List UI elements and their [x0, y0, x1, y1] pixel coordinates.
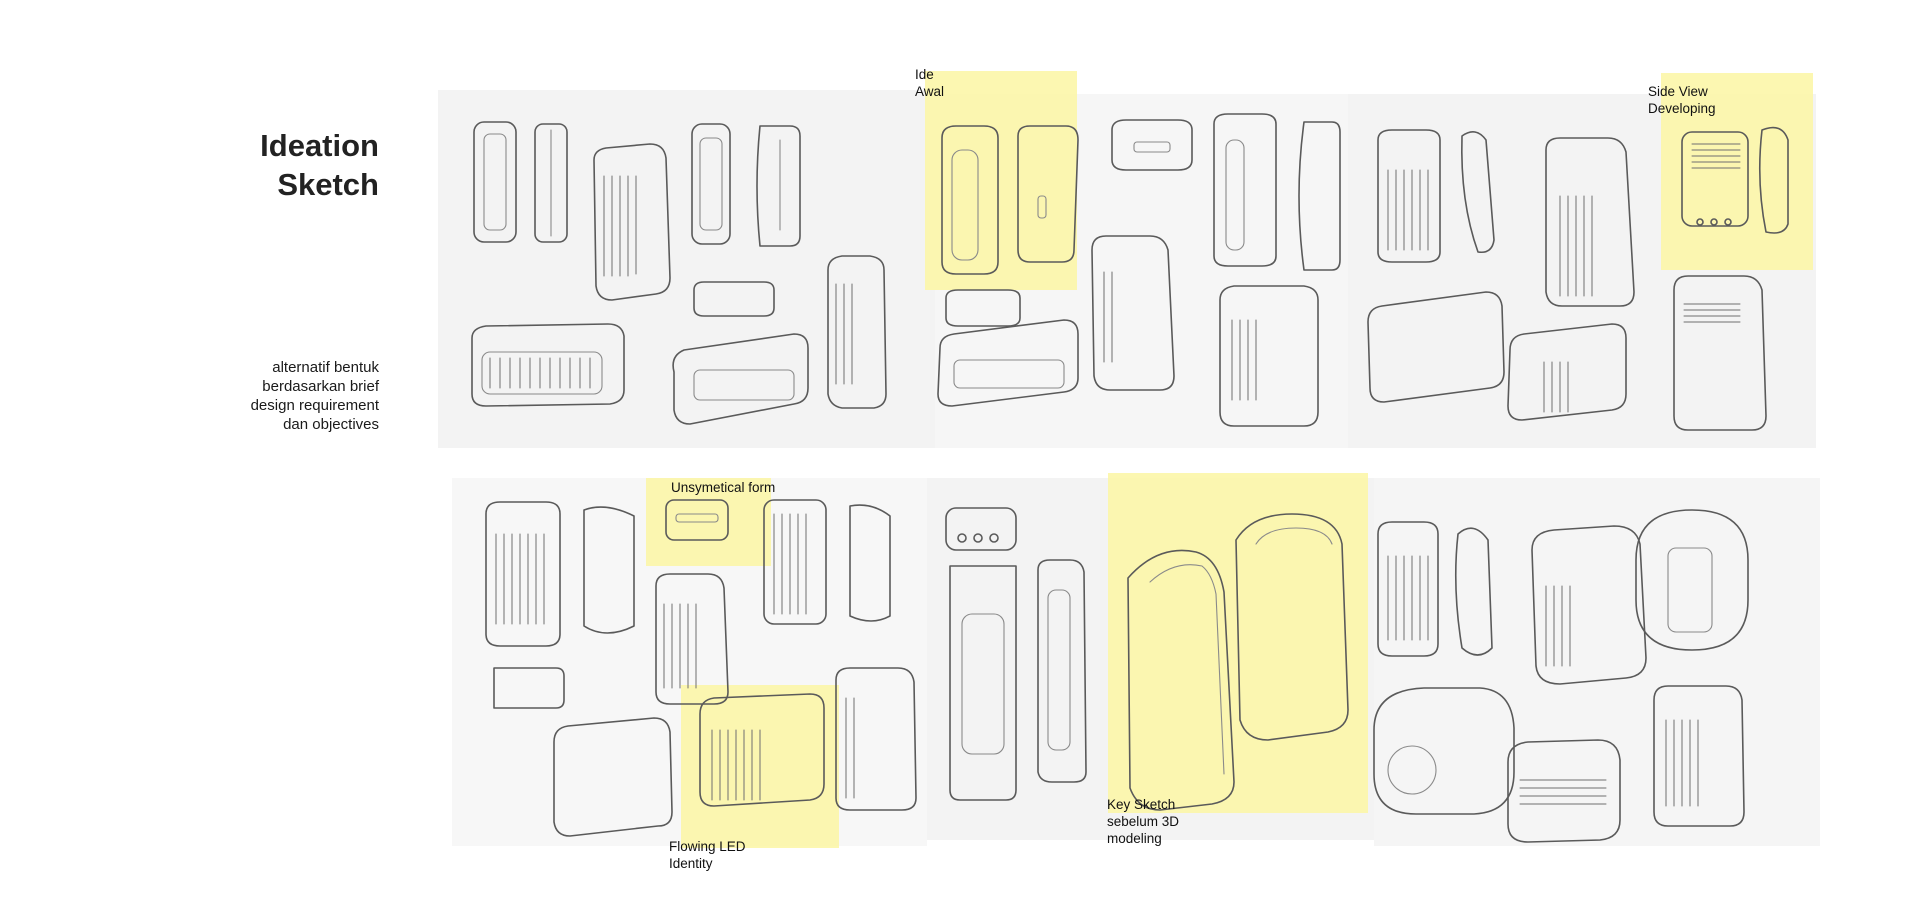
description-line-3: design requirement	[250, 397, 379, 414]
sketch-sheet-top-left	[438, 90, 935, 448]
note-unsymetical: Unsymetical form	[671, 479, 775, 496]
sketch-group-top-left	[471, 121, 887, 425]
description-line-2: berdasarkan brief	[262, 378, 379, 395]
note-key-sketch-line-3: modeling	[1107, 831, 1162, 846]
note-flowing-led-line-2: Identity	[669, 856, 713, 871]
page-title: Ideation Sketch	[260, 126, 379, 204]
sketch-group-bottom-middle	[945, 507, 1349, 811]
sketch-group-bottom-right	[1373, 509, 1749, 843]
sketch-group-top-right	[1367, 126, 1789, 431]
note-key-sketch-line-2: sebelum 3D	[1107, 814, 1180, 829]
note-side-view: Side View Developing	[1648, 83, 1716, 117]
note-flowing-led: Flowing LED Identity	[669, 838, 746, 872]
note-key-sketch: Key Sketch sebelum 3D modeling	[1107, 796, 1179, 847]
note-unsymetical-line-1: Unsymetical form	[671, 480, 776, 495]
description-line-1: alternatif bentuk	[272, 359, 379, 376]
title-line-2: Sketch	[277, 167, 379, 202]
note-flowing-led-line-1: Flowing LED	[669, 839, 746, 854]
note-ide-awal: Ide Awal	[915, 66, 944, 100]
sketch-group-top-middle	[937, 113, 1341, 427]
note-side-view-line-2: Developing	[1648, 101, 1716, 116]
note-ide-awal-line-2: Awal	[915, 84, 945, 99]
sketch-group-bottom-left	[485, 499, 917, 837]
highlight-ide-awal	[925, 71, 1077, 290]
note-ide-awal-line-1: Ide	[915, 67, 934, 82]
note-key-sketch-line-1: Key Sketch	[1107, 797, 1176, 812]
note-side-view-line-1: Side View	[1648, 84, 1708, 99]
page-description: alternatif bentuk berdasarkan brief desi…	[251, 358, 379, 434]
description-line-4: dan objectives	[283, 416, 379, 433]
title-line-1: Ideation	[260, 128, 379, 163]
